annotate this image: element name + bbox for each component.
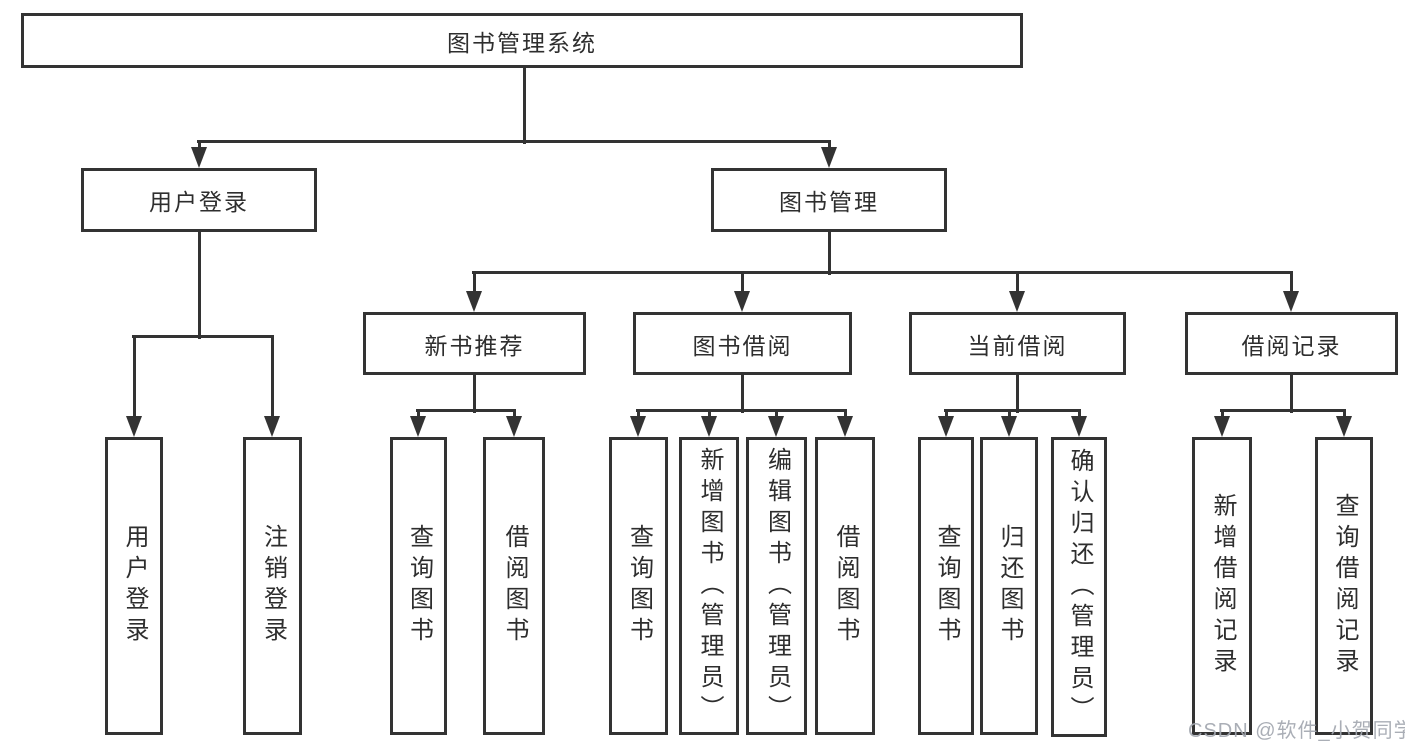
leaf-label: 确认归还（管理员） xyxy=(1066,447,1093,727)
connector-line xyxy=(945,410,948,421)
connector-line xyxy=(523,68,526,144)
arrow-down-icon xyxy=(126,416,142,437)
connector-line xyxy=(417,410,420,421)
leaf-label: 查询借阅记录 xyxy=(1331,493,1358,679)
connector-line xyxy=(197,140,831,143)
connector-line xyxy=(1016,375,1019,413)
leaf-label: 新增图书（管理员） xyxy=(696,446,723,726)
node-leaf-logout: 注销登录 xyxy=(243,437,302,735)
node-borrowing-records: 借阅记录 xyxy=(1185,312,1398,375)
leaf-label: 查询图书 xyxy=(405,524,433,648)
node-leaf-add-borrow-record: 新增借阅记录 xyxy=(1192,437,1252,735)
watermark: CSDN @软件_小贺同学 xyxy=(1188,720,1405,742)
connector-line xyxy=(741,272,744,296)
connector-line xyxy=(1078,410,1081,421)
leaf-label: 借阅图书 xyxy=(832,524,859,648)
arrow-down-icon xyxy=(630,416,646,437)
arrow-down-icon xyxy=(701,416,717,437)
arrow-down-icon xyxy=(191,147,207,168)
connector-line xyxy=(132,335,274,338)
connector-line xyxy=(828,232,831,275)
node-current-borrowing: 当前借阅 xyxy=(909,312,1126,375)
arrow-down-icon xyxy=(1283,291,1299,312)
leaf-label: 借阅图书 xyxy=(501,524,528,648)
leaf-label: 用户登录 xyxy=(121,524,148,648)
leaf-label: 归还图书 xyxy=(996,524,1023,648)
arrow-down-icon xyxy=(938,416,954,437)
connector-line xyxy=(1221,410,1224,421)
connector-line xyxy=(741,375,744,413)
connector-line xyxy=(513,410,516,421)
connector-line xyxy=(828,141,831,152)
arrow-down-icon xyxy=(768,416,784,437)
node-leaf-edit-books: 编辑图书（管理员） xyxy=(746,437,807,735)
arrow-down-icon xyxy=(1001,416,1017,437)
connector-line xyxy=(1008,410,1011,421)
leaf-label: 查询图书 xyxy=(625,524,653,648)
node-leaf-query-books-2: 查询图书 xyxy=(609,437,668,735)
node-root: 图书管理系统 xyxy=(21,13,1023,68)
connector-line xyxy=(844,410,847,421)
node-leaf-user-login: 用户登录 xyxy=(105,437,163,735)
connector-line xyxy=(1016,272,1019,296)
node-book-management: 图书管理 xyxy=(711,168,947,232)
connector-line xyxy=(1290,375,1293,413)
arrow-down-icon xyxy=(264,416,280,437)
leaf-label: 注销登录 xyxy=(259,524,287,648)
connector-line xyxy=(708,410,711,421)
leaf-label: 查询图书 xyxy=(933,524,960,648)
arrow-down-icon xyxy=(506,416,522,437)
node-leaf-add-books: 新增图书（管理员） xyxy=(679,437,739,735)
arrow-down-icon xyxy=(466,291,482,312)
node-leaf-confirm-return: 确认归还（管理员） xyxy=(1051,437,1107,737)
arrow-down-icon xyxy=(410,416,426,437)
arrow-down-icon xyxy=(1071,416,1087,437)
arrow-down-icon xyxy=(1336,416,1352,437)
node-leaf-query-books-1: 查询图书 xyxy=(390,437,447,735)
connector-line xyxy=(416,409,516,412)
connector-line xyxy=(944,409,1081,412)
connector-line xyxy=(1343,410,1346,421)
node-leaf-borrow-books-1: 借阅图书 xyxy=(483,437,545,735)
connector-line xyxy=(1290,272,1293,296)
arrow-down-icon xyxy=(837,416,853,437)
connector-line xyxy=(198,141,201,152)
connector-line xyxy=(1220,409,1346,412)
node-new-book-recommend: 新书推荐 xyxy=(363,312,586,375)
connector-line xyxy=(271,336,274,421)
leaf-label: 编辑图书（管理员） xyxy=(763,446,791,726)
connector-line xyxy=(473,375,476,413)
arrow-down-icon xyxy=(821,147,837,168)
arrow-down-icon xyxy=(1214,416,1230,437)
arrow-down-icon xyxy=(1009,291,1025,312)
node-leaf-query-borrow-record: 查询借阅记录 xyxy=(1315,437,1373,735)
node-user-login: 用户登录 xyxy=(81,168,317,232)
arrow-down-icon xyxy=(734,291,750,312)
connector-line xyxy=(473,272,476,296)
connector-line xyxy=(472,271,1293,274)
connector-line xyxy=(775,410,778,421)
node-leaf-return-books: 归还图书 xyxy=(980,437,1038,735)
connector-line xyxy=(198,232,201,339)
leaf-label: 新增借阅记录 xyxy=(1209,493,1236,679)
connector-line xyxy=(636,409,847,412)
node-leaf-query-books-3: 查询图书 xyxy=(918,437,974,735)
connector-line xyxy=(637,410,640,421)
node-book-borrowing: 图书借阅 xyxy=(633,312,852,375)
node-leaf-borrow-books-2: 借阅图书 xyxy=(815,437,875,735)
connector-line xyxy=(133,336,136,421)
